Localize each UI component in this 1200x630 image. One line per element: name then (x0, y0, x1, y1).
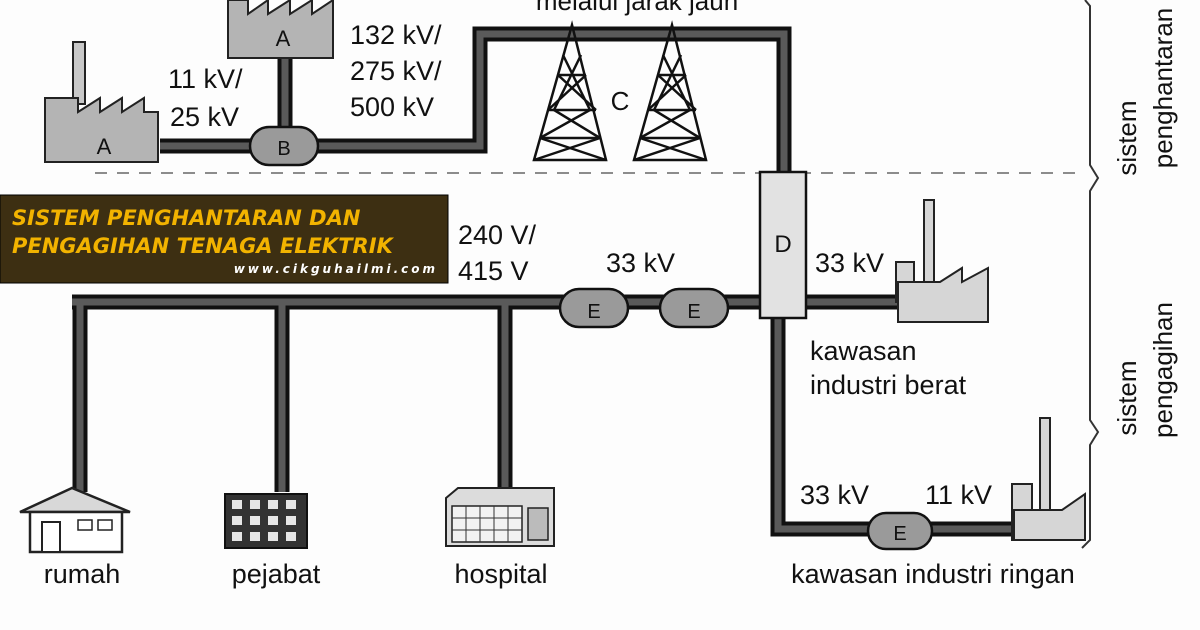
side-distribution-line2: pengagihan (1148, 302, 1178, 438)
brace-transmission (1084, 0, 1100, 300)
gen-voltage-line2: 25 kV (170, 102, 239, 132)
side-distribution-line1: sistem (1112, 360, 1142, 435)
heavy-voltage-label: 33 kV (815, 248, 884, 278)
trans-voltage-line3: 500 kV (350, 92, 434, 122)
substation-letter: D (774, 231, 791, 258)
side-transmission-line1: sistem (1112, 100, 1142, 175)
gen-voltage-line1: 11 kV/ (168, 64, 243, 94)
trans-voltage-line1: 132 kV/ (350, 20, 442, 50)
heavy-industry-factory (895, 199, 989, 323)
side-transmission-line2: penghantaran (1148, 8, 1178, 168)
light-industry-label: kawasan industri ringan (791, 559, 1075, 589)
heavy-industry-label-2: industri berat (810, 370, 967, 400)
banner-background (0, 195, 448, 283)
banner-url: www.cikguhailmi.com (234, 262, 438, 276)
trans-voltage-line2: 275 kV/ (350, 56, 442, 86)
house-label: rumah (44, 559, 121, 589)
long-distance-note: melalui jarak jauh (536, 0, 738, 16)
mid-voltage-label: 33 kV (606, 248, 675, 278)
hospital-label: hospital (454, 559, 547, 589)
transformer-e2: E (658, 287, 730, 329)
heavy-industry-label-1: kawasan (810, 336, 917, 366)
transformer-e3: E (866, 511, 934, 551)
light-industry-factory (1011, 417, 1086, 541)
light-out-voltage-label: 11 kV (925, 480, 992, 510)
banner-title-line2: PENGAGIHAN TENAGA ELEKTRIK (12, 234, 395, 258)
step-up-letter: B (277, 138, 290, 160)
banner-title-line1: SISTEM PENGHANTARAN DAN (12, 206, 361, 230)
domestic-voltage-line2: 415 V (458, 256, 529, 286)
power-station-left: A (44, 41, 159, 163)
plant-left-letter: A (97, 134, 112, 159)
transformer-e1: E (558, 287, 630, 329)
power-station-top: A (227, 0, 334, 59)
house-building (19, 486, 131, 554)
title-banner: SISTEM PENGHANTARAN DAN PENGAGIHAN TENAG… (0, 194, 449, 284)
hospital-building (445, 487, 555, 547)
power-lines (72, 26, 1015, 537)
light-in-voltage-label: 33 kV (800, 480, 869, 510)
brace-distribution (1081, 300, 1100, 549)
transformer-3-letter: E (893, 523, 906, 545)
step-up-transformer: B (248, 125, 320, 167)
domestic-voltage-line1: 240 V/ (458, 220, 537, 250)
office-label: pejabat (232, 559, 321, 589)
transmission-towers (532, 20, 708, 162)
substation: D (758, 170, 808, 320)
office-building (224, 493, 308, 549)
transformer-1-letter: E (587, 301, 600, 323)
transformer-2-letter: E (687, 301, 700, 323)
towers-letter: C (611, 86, 630, 116)
plant-top-letter: A (276, 26, 291, 51)
